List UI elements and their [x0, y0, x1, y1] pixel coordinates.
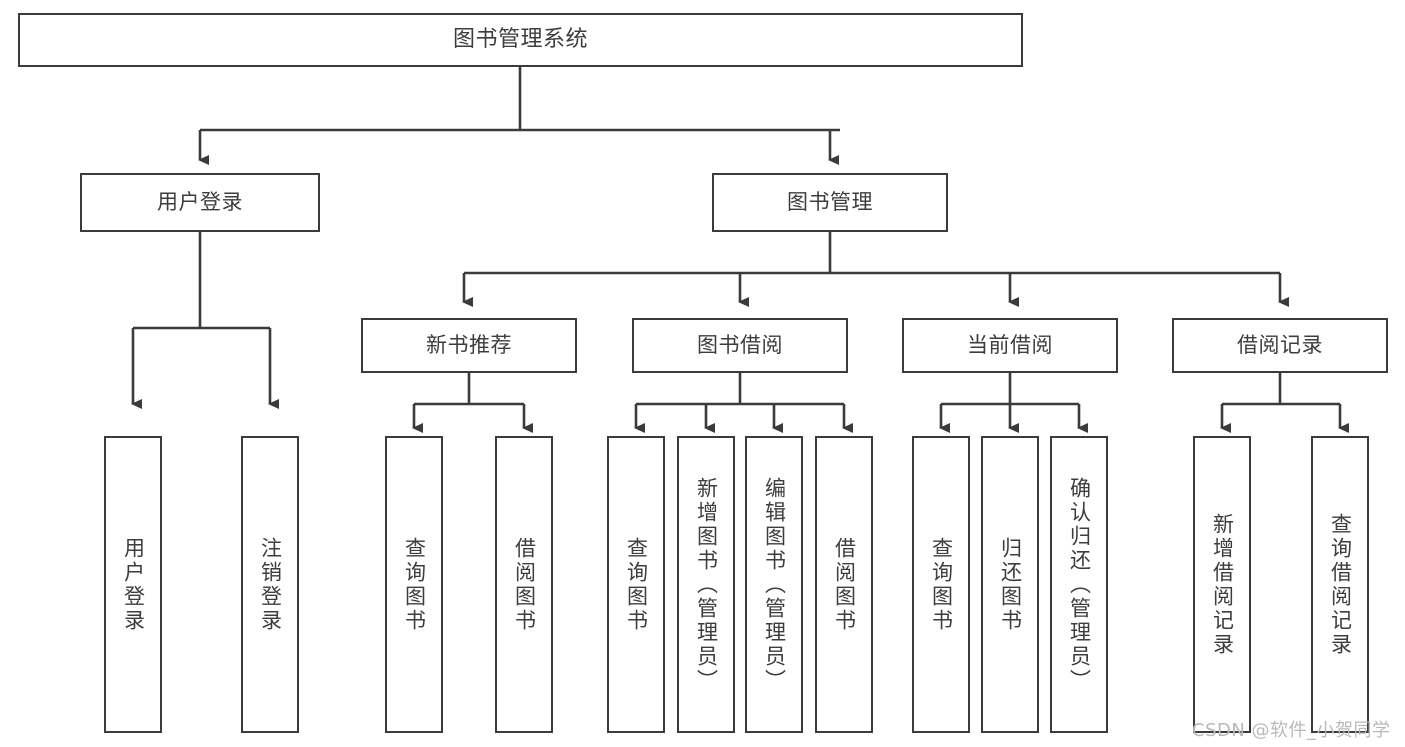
- leaf-new-book-query-label: 查询图书: [402, 536, 427, 633]
- leaf-new-book-borrow[interactable]: 借阅图书: [495, 436, 553, 733]
- leaf-current-borrow-return-label: 归还图书: [998, 536, 1023, 633]
- node-borrow-record-label: 借阅记录: [1237, 333, 1323, 358]
- node-book-borrow-label: 图书借阅: [697, 333, 783, 358]
- leaf-book-borrow-query[interactable]: 查询图书: [607, 436, 665, 733]
- node-user-login-label: 用户登录: [157, 190, 243, 215]
- leaf-borrow-record-query[interactable]: 查询借阅记录: [1311, 436, 1369, 733]
- leaf-book-borrow-query-label: 查询图书: [624, 536, 649, 633]
- node-root-label: 图书管理系统: [452, 27, 588, 53]
- node-book-borrow[interactable]: 图书借阅: [632, 318, 848, 373]
- leaf-current-borrow-confirm-return-label: 确认归还（管理员）: [1067, 476, 1092, 693]
- leaf-borrow-record-add-label: 新增借阅记录: [1210, 512, 1235, 657]
- watermark-text: CSDN @软件_小贺同学: [1192, 720, 1391, 741]
- leaf-book-borrow-borrow[interactable]: 借阅图书: [815, 436, 873, 733]
- leaf-user-login-login[interactable]: 用户登录: [104, 436, 162, 733]
- leaf-borrow-record-query-label: 查询借阅记录: [1328, 512, 1353, 657]
- node-book-management-label: 图书管理: [787, 190, 873, 215]
- leaf-current-borrow-query-label: 查询图书: [929, 536, 954, 633]
- node-new-book-recommend-label: 新书推荐: [426, 333, 512, 358]
- leaf-book-borrow-edit[interactable]: 编辑图书（管理员）: [745, 436, 803, 733]
- node-book-management[interactable]: 图书管理: [712, 173, 948, 232]
- leaf-new-book-borrow-label: 借阅图书: [512, 536, 537, 633]
- leaf-current-borrow-return[interactable]: 归还图书: [981, 436, 1039, 733]
- leaf-book-borrow-add-label: 新增图书（管理员）: [694, 476, 719, 693]
- node-current-borrow[interactable]: 当前借阅: [902, 318, 1118, 373]
- leaf-book-borrow-borrow-label: 借阅图书: [832, 536, 857, 633]
- leaf-current-borrow-query[interactable]: 查询图书: [912, 436, 970, 733]
- leaf-current-borrow-confirm-return[interactable]: 确认归还（管理员）: [1050, 436, 1108, 733]
- leaf-user-login-login-label: 用户登录: [121, 536, 146, 633]
- leaf-borrow-record-add[interactable]: 新增借阅记录: [1193, 436, 1251, 733]
- leaf-user-login-logout-label: 注销登录: [258, 536, 283, 633]
- node-borrow-record[interactable]: 借阅记录: [1172, 318, 1388, 373]
- leaf-book-borrow-add[interactable]: 新增图书（管理员）: [677, 436, 735, 733]
- leaf-user-login-logout[interactable]: 注销登录: [241, 436, 299, 733]
- node-user-login[interactable]: 用户登录: [80, 173, 320, 232]
- leaf-new-book-query[interactable]: 查询图书: [385, 436, 443, 733]
- leaf-book-borrow-edit-label: 编辑图书（管理员）: [762, 476, 787, 693]
- node-root[interactable]: 图书管理系统: [18, 13, 1023, 67]
- node-current-borrow-label: 当前借阅: [967, 333, 1053, 358]
- node-new-book-recommend[interactable]: 新书推荐: [361, 318, 577, 373]
